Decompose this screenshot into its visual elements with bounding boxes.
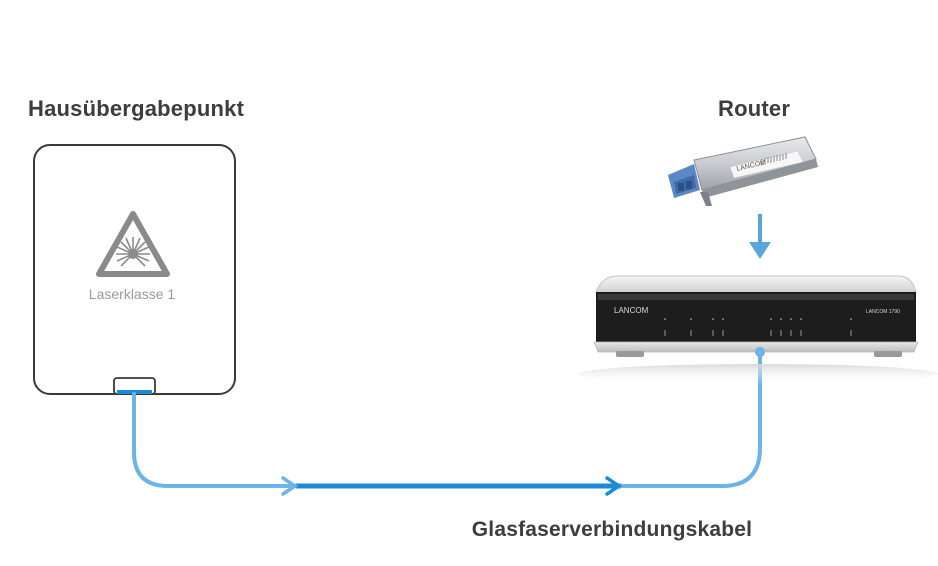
cable-label: Glasfaserverbindungskabel (471, 518, 753, 541)
sfp-module: LANCOM (668, 136, 818, 206)
fiber-cable (132, 354, 762, 496)
hub-port-fiber (117, 390, 152, 394)
router-device: LANCOM LANCOM 1790 (578, 275, 938, 384)
cable-chevron-left (281, 476, 299, 496)
laser-class-label: Laserklasse 1 (89, 286, 176, 302)
router-label: Router (718, 96, 791, 121)
laser-warning-icon (96, 211, 170, 277)
router-model-text: LANCOM 1790 (866, 309, 900, 315)
hub-label: Hausübergabepunkt (28, 96, 245, 121)
hub-box: Laserklasse 1 (33, 144, 236, 395)
router-fiber-port (755, 347, 765, 357)
arrow-down-icon (749, 214, 771, 259)
router-brand-text: LANCOM (614, 306, 649, 315)
cable-chevron-right (605, 476, 623, 496)
